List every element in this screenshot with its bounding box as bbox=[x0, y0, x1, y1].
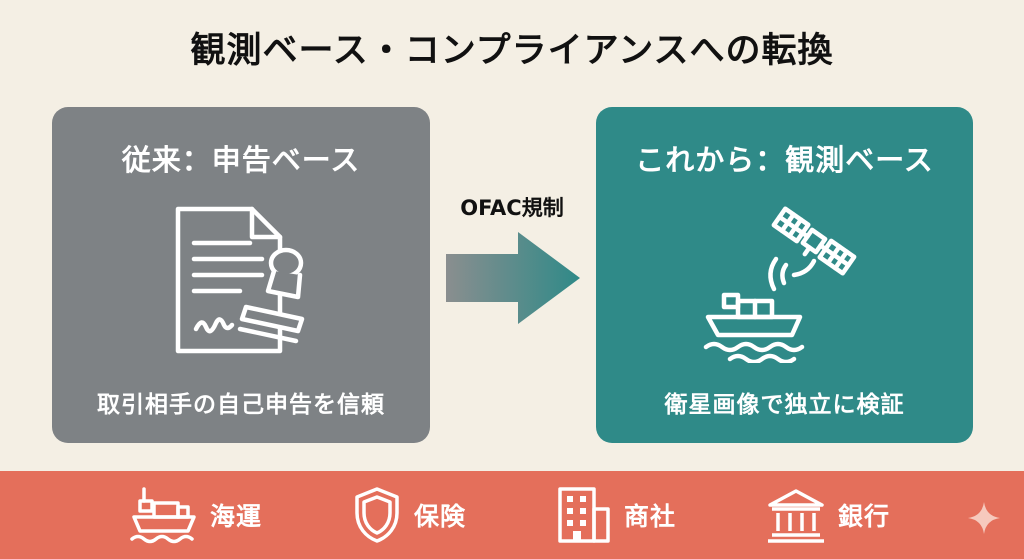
observation-panel-heading: これから：観測ベース bbox=[635, 143, 934, 177]
observation-panel-caption: 衛星画像で独立に検証 bbox=[664, 392, 905, 418]
arrow-label: OFAC規制 bbox=[460, 196, 564, 220]
sector-label: 海運 bbox=[210, 502, 263, 531]
sector-shipping: 海運 bbox=[130, 471, 262, 559]
transition-arrow-icon bbox=[446, 232, 580, 324]
page-title: 観測ベース・コンプライアンスへの転換 bbox=[190, 31, 834, 71]
conventional-panel-caption: 取引相手の自己申告を信頼 bbox=[97, 392, 385, 418]
ship-icon bbox=[130, 487, 196, 544]
sector-label: 銀行 bbox=[838, 502, 891, 531]
conventional-panel: 従来：申告ベース 取引相手の自己申告を信頼 bbox=[52, 107, 430, 443]
bank-icon bbox=[768, 489, 824, 543]
sector-insurance: 保険 bbox=[352, 471, 466, 559]
shield-icon bbox=[355, 487, 399, 543]
sector-banking: 銀行 bbox=[766, 471, 890, 559]
observation-panel: これから：観測ベース 衛星画像で独立に検証 bbox=[596, 107, 973, 443]
building-icon bbox=[558, 487, 610, 543]
sector-bar: 海運 保険 商社 bbox=[0, 471, 1024, 559]
sparkle-icon bbox=[968, 502, 1000, 534]
satellite-ship-icon bbox=[703, 206, 857, 363]
sector-label: 保険 bbox=[414, 502, 467, 531]
document-stamp-icon bbox=[175, 206, 305, 354]
conventional-panel-heading: 従来：申告ベース bbox=[121, 143, 361, 177]
sector-trading: 商社 bbox=[556, 471, 676, 559]
sector-label: 商社 bbox=[624, 502, 677, 531]
